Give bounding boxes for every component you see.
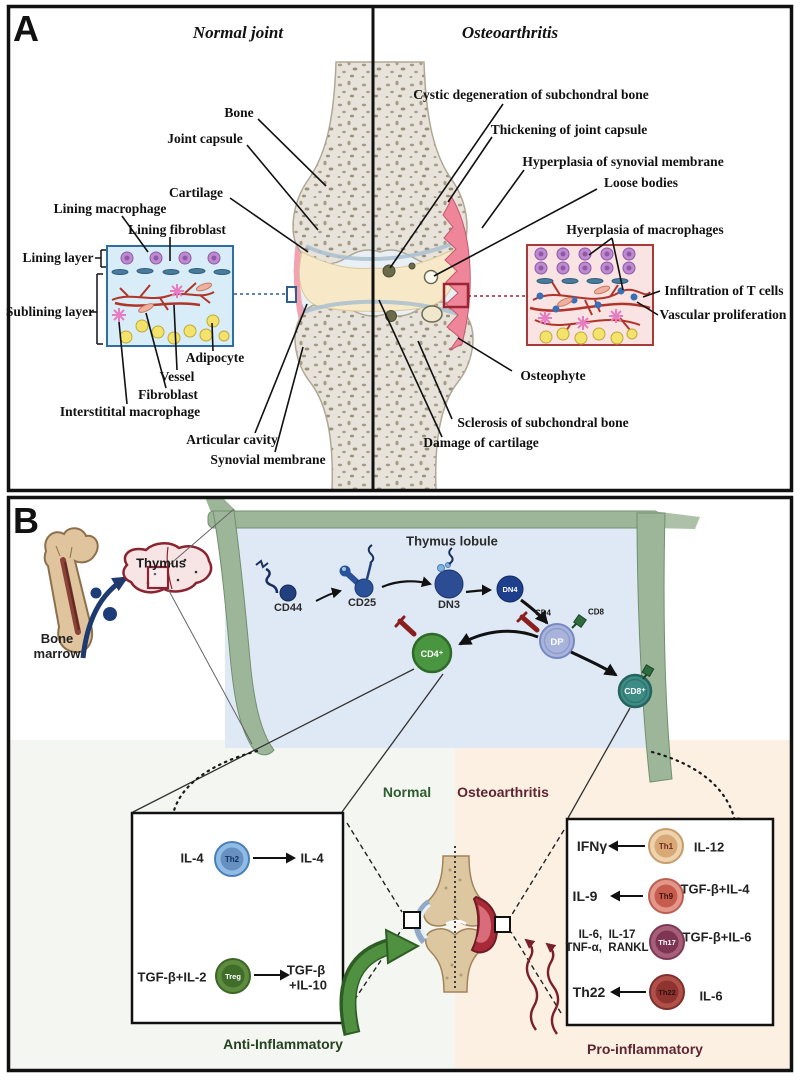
panel-a-border bbox=[6, 4, 794, 493]
cd8-receptor-icon bbox=[573, 614, 587, 628]
oa-zoom-square bbox=[494, 916, 511, 933]
femur-bone bbox=[292, 61, 468, 265]
treg-label: Treg bbox=[225, 972, 241, 981]
knee-joint-illustration bbox=[344, 822, 565, 1015]
right-box-cells: Th1 Th9 Th17 Th22 bbox=[608, 828, 685, 1010]
interstitial-macrophages bbox=[112, 284, 184, 322]
dp-cell-label: DP bbox=[550, 637, 564, 648]
lining-macrophages bbox=[120, 251, 221, 265]
vessels bbox=[111, 282, 215, 311]
layer-brackets bbox=[90, 249, 106, 345]
hyperplastic-macrophages bbox=[534, 247, 636, 275]
box-connector-lines bbox=[132, 668, 631, 819]
osteophyte-shape bbox=[421, 305, 443, 323]
oa-inset-box bbox=[526, 244, 654, 346]
lobule-right-wall bbox=[636, 512, 673, 783]
thymus-zoom-rect bbox=[146, 565, 170, 590]
adipocytes-oa bbox=[539, 327, 638, 345]
cd4-receptor-icon bbox=[519, 614, 540, 633]
dn4-cell bbox=[496, 575, 524, 603]
fibroblasts-oa bbox=[557, 285, 611, 307]
cd44-cell bbox=[279, 584, 297, 602]
cd4-receptor-icon bbox=[397, 618, 417, 637]
progenitor-cell bbox=[90, 587, 102, 599]
lining-fibroblasts-oa bbox=[536, 278, 629, 284]
cd25-cell bbox=[354, 578, 374, 598]
thymus-illustration bbox=[122, 508, 253, 745]
th1-label: Th1 bbox=[659, 842, 674, 851]
cd8-pos-label: CD8⁺ bbox=[624, 686, 646, 696]
sublining-fibroblasts bbox=[138, 282, 213, 313]
tibia-bone bbox=[294, 301, 474, 491]
articular-cavity-region bbox=[298, 249, 456, 312]
anti-inflammatory-arrow bbox=[339, 928, 421, 1036]
lobule-left-wall bbox=[212, 510, 275, 756]
lining-fibroblasts bbox=[111, 268, 231, 275]
cd4-pos-label: CD4⁺ bbox=[421, 649, 444, 659]
cd8-receptor-icon bbox=[641, 664, 655, 678]
normal-zoom-rect bbox=[286, 286, 297, 303]
normal-inset-box bbox=[106, 245, 234, 347]
th2-label: Th2 bbox=[225, 855, 240, 864]
interstitial-macrophages-oa bbox=[538, 309, 623, 330]
th9-label: Th9 bbox=[659, 892, 674, 901]
proliferating-vessels bbox=[529, 281, 651, 338]
panel-b-border bbox=[6, 495, 794, 1073]
cd4-positive-cell bbox=[411, 632, 453, 674]
bone-marrow-illustration bbox=[43, 527, 129, 659]
oa-hyperplastic-synovium bbox=[442, 194, 471, 351]
t-cells bbox=[536, 287, 638, 313]
progenitor-cell bbox=[103, 607, 117, 621]
adipocytes bbox=[119, 314, 230, 345]
left-box-cells: Th2 Treg bbox=[214, 841, 296, 994]
normal-zoom-square bbox=[403, 911, 421, 929]
panel-a-leader-lines bbox=[118, 103, 661, 453]
th22-cell-label: Th22 bbox=[658, 988, 676, 997]
t-cell-development: DN4 DP CD4⁺ CD8⁺ bbox=[255, 544, 655, 709]
pro-inflammatory-arrows bbox=[524, 938, 560, 1035]
th17-label: Th17 bbox=[658, 938, 676, 947]
subchondral-cyst bbox=[382, 264, 396, 278]
loose-body bbox=[423, 269, 439, 285]
dn3-cell bbox=[434, 569, 464, 599]
dn4-cell-label: DN4 bbox=[502, 585, 518, 594]
thymus-lobule-illustration bbox=[205, 497, 700, 783]
migration-arrow bbox=[80, 575, 129, 659]
joint-illustration bbox=[286, 61, 474, 491]
